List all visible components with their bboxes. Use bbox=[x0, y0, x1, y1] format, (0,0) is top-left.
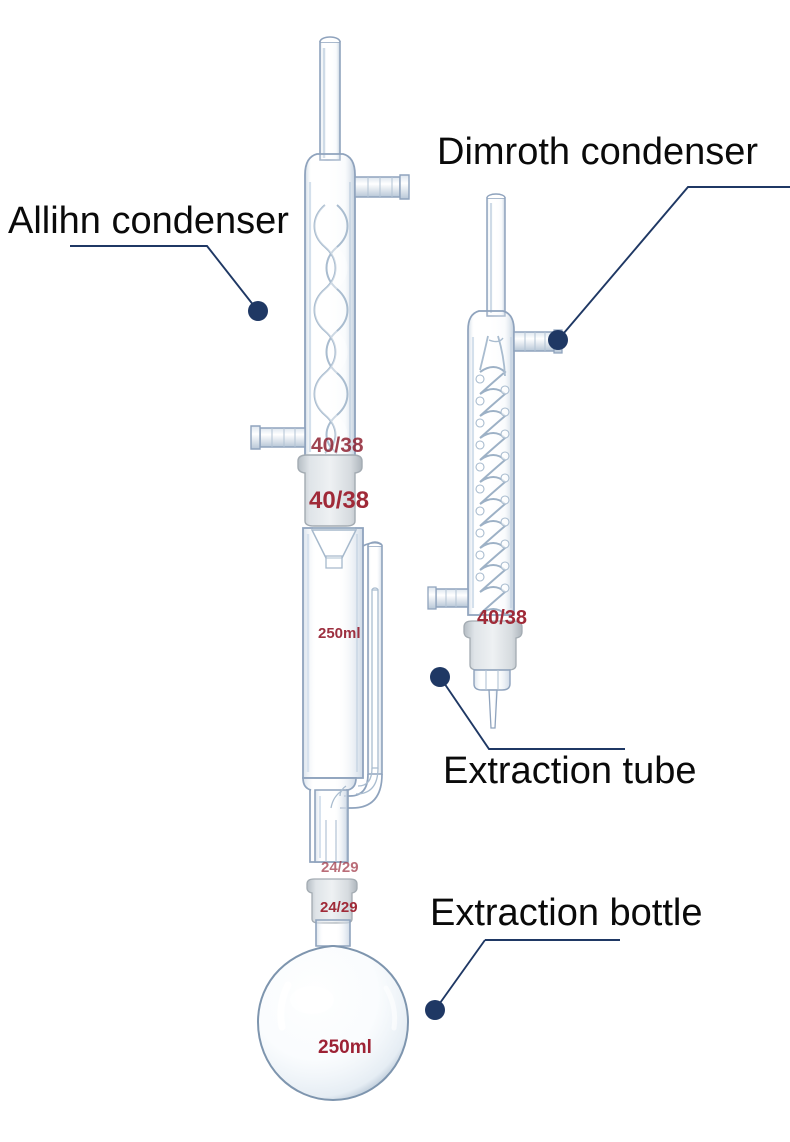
allihn-lower-hose-barb bbox=[250, 425, 306, 450]
leader-extraction-tube bbox=[439, 676, 625, 750]
extraction-tube-glassware bbox=[302, 527, 383, 924]
label-extraction-tube: Extraction tube bbox=[443, 750, 697, 792]
allihn-upper-hose-barb bbox=[354, 174, 410, 200]
allihn-bulb-train bbox=[313, 204, 349, 454]
extraction-tube-lower-joint bbox=[306, 878, 358, 924]
dimroth-coil-ends bbox=[475, 374, 510, 593]
label-dimroth-condenser: Dimroth condenser bbox=[437, 131, 759, 173]
callout-dots bbox=[248, 301, 568, 1020]
leader-extraction-bottle bbox=[434, 939, 620, 1011]
allihn-condenser-glassware bbox=[250, 36, 410, 527]
label-allihn-condenser: Allihn condenser bbox=[8, 200, 289, 242]
dimroth-condenser-glassware bbox=[427, 193, 563, 729]
extraction-bottle-glassware bbox=[256, 919, 410, 1102]
dot-dimroth-condenser bbox=[548, 330, 568, 350]
leader-allihn-condenser bbox=[70, 245, 259, 312]
dot-extraction-tube bbox=[430, 667, 450, 687]
dot-allihn-condenser bbox=[248, 301, 268, 321]
callout-leaders bbox=[70, 186, 790, 1011]
label-extraction-bottle: Extraction bottle bbox=[430, 892, 703, 934]
dimroth-coil bbox=[479, 366, 507, 615]
dot-extraction-bottle bbox=[425, 1000, 445, 1020]
leader-dimroth-condenser bbox=[557, 186, 790, 341]
dimroth-lower-hose-barb bbox=[427, 586, 469, 610]
allihn-ground-joint bbox=[297, 454, 363, 527]
dimroth-ground-joint bbox=[463, 620, 523, 729]
